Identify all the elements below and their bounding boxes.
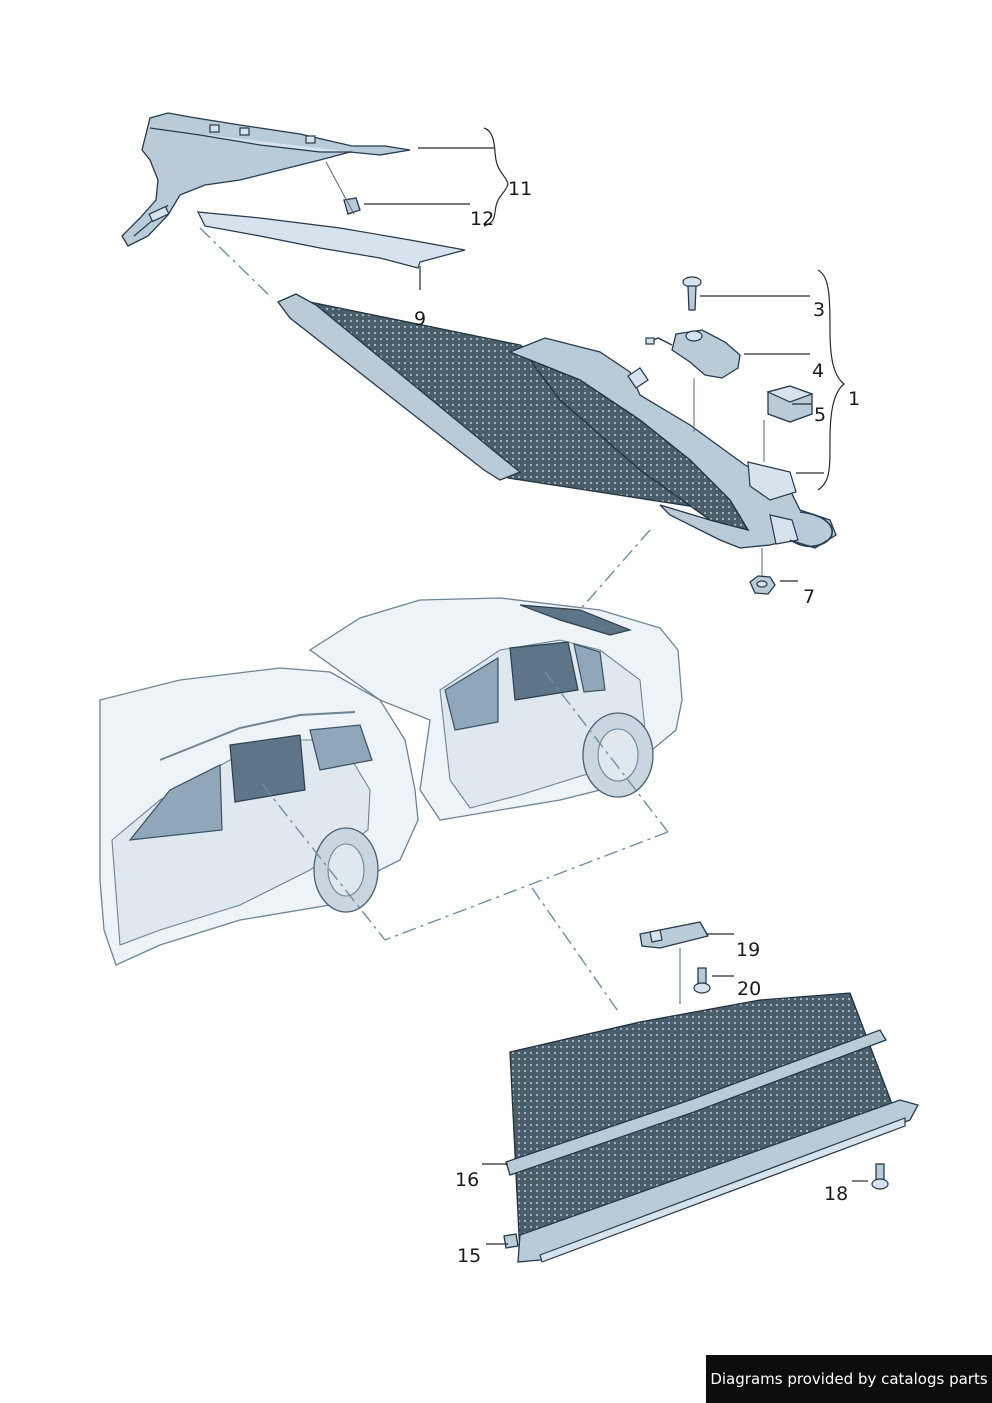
clip-part-15	[503, 1233, 519, 1249]
cover-rail-part-16	[505, 1029, 887, 1176]
screw-part-3	[682, 276, 702, 311]
callout-18: 18	[824, 1183, 848, 1205]
callout-9: 9	[414, 308, 426, 330]
trim-bracket-part-11	[121, 112, 411, 247]
sedan-vehicle	[308, 597, 683, 821]
assembly-lines	[199, 227, 669, 1015]
callout-19: 19	[736, 939, 760, 961]
holder-part-19	[639, 921, 709, 1004]
callout-12: 12	[470, 208, 494, 230]
callout-7: 7	[803, 586, 815, 608]
roller-blind-part-1	[276, 293, 837, 549]
callout-15: 15	[457, 1245, 481, 1267]
credit-text: Diagrams provided by catalogs parts	[710, 1370, 988, 1388]
callout-5: 5	[814, 404, 826, 426]
luggage-cover-part-15	[509, 992, 919, 1263]
callout-1: 1	[848, 388, 860, 410]
wagon-vehicle	[99, 667, 419, 966]
motor-part-4	[645, 329, 741, 432]
callout-4: 4	[812, 360, 824, 382]
screw-part-20	[693, 967, 711, 994]
trim-strip-part-9	[196, 211, 466, 269]
callout-16: 16	[455, 1169, 479, 1191]
clip-part-12	[325, 161, 361, 215]
callout-3: 3	[813, 299, 825, 321]
credit-banner: Diagrams provided by catalogs parts	[706, 1355, 992, 1403]
screw-part-18	[871, 1163, 889, 1190]
callout-11: 11	[508, 178, 532, 200]
leader-lines	[364, 127, 868, 1245]
control-unit-part-5	[763, 385, 814, 462]
callout-labels: 11 12 9 3 4 5 1 7 19 20 16 18 15	[414, 178, 860, 1267]
callout-20: 20	[737, 978, 761, 1000]
nut-part-7	[749, 548, 776, 595]
